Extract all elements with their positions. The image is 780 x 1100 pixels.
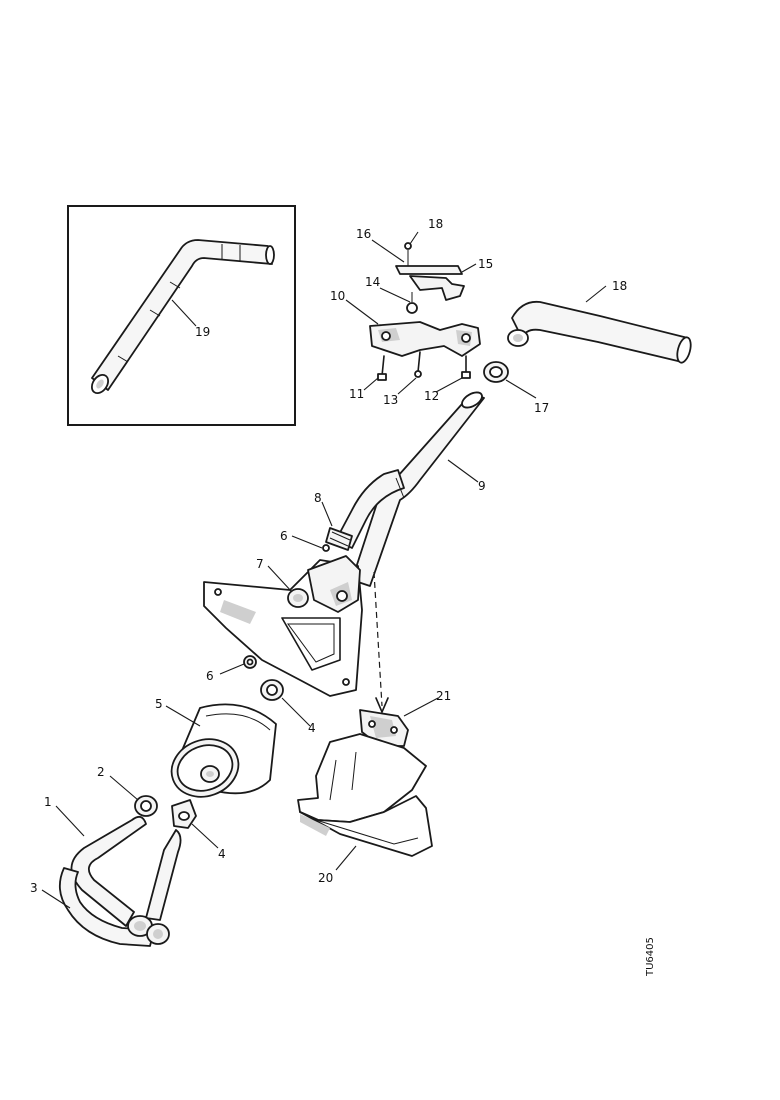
part-19-alternative-pipe (90, 239, 275, 395)
callout-16: 16 (356, 227, 371, 241)
alignment-line (373, 571, 383, 707)
callout-2: 2 (97, 765, 105, 779)
leader-12 (435, 377, 463, 393)
leader-6b (219, 663, 245, 675)
callout-21: 21 (436, 689, 451, 703)
leader-2 (109, 775, 139, 801)
alignment-arrow (375, 697, 389, 713)
leader-9 (447, 459, 479, 483)
leader-4a (281, 697, 311, 727)
part-14-nut (406, 302, 418, 314)
part-9-intermediate-pipe (335, 391, 485, 587)
part-2-clamp (134, 795, 158, 817)
callout-6-upper: 6 (280, 529, 288, 543)
reference-code: TU6405 (645, 937, 656, 977)
part-6-nut-lower (243, 655, 257, 669)
part-17-clamp (483, 361, 509, 383)
part-4-clamp-upper (260, 679, 284, 701)
callout-14: 14 (365, 275, 380, 289)
mount-bracket (307, 555, 361, 613)
callout-12: 12 (424, 389, 439, 403)
part-16-nut (404, 242, 412, 250)
callout-8: 8 (314, 491, 322, 505)
callout-18-upper: 18 (428, 217, 443, 231)
leader-11 (363, 377, 379, 391)
leader-3 (41, 889, 71, 909)
hanger-assembly (345, 231, 481, 395)
leader-17 (505, 379, 537, 399)
leader-18 (585, 285, 607, 303)
leader-8 (321, 501, 333, 527)
part-10-bracket (369, 321, 481, 357)
callout-1: 1 (44, 795, 52, 809)
callout-3: 3 (30, 881, 38, 895)
callout-17: 17 (534, 401, 549, 415)
leader-6a (291, 535, 323, 549)
part-4-clamp-lower (171, 799, 197, 829)
part-15-bar (395, 265, 463, 275)
callout-4-upper: 4 (308, 721, 316, 735)
leader-5 (165, 705, 201, 727)
part-8-clamp (325, 527, 353, 551)
callout-10: 10 (330, 289, 345, 303)
part-13-bolt (414, 351, 422, 378)
callout-4-lower: 4 (218, 847, 226, 861)
callout-6-lower: 6 (206, 669, 214, 683)
leader-7 (267, 565, 293, 593)
inset-frame (67, 205, 296, 426)
leader-19 (171, 299, 197, 327)
part-18-tail-pipe (507, 300, 692, 364)
leader-4b (191, 823, 219, 849)
leader-15 (461, 263, 477, 273)
callout-5: 5 (155, 697, 163, 711)
leader-1 (55, 805, 85, 837)
inset-box (67, 205, 296, 426)
leader-21 (403, 697, 439, 717)
callout-20: 20 (318, 871, 333, 885)
callout-7: 7 (256, 557, 264, 571)
leader-13 (397, 377, 417, 395)
callout-18: 18 (612, 279, 627, 293)
leader-16a (409, 231, 419, 245)
callout-13: 13 (383, 393, 398, 407)
part-7-mount (287, 588, 309, 608)
leader-16 (371, 239, 405, 263)
callout-15: 15 (478, 257, 493, 271)
callout-11: 11 (349, 387, 364, 401)
part-5-muffler (170, 703, 277, 798)
part-14-bracket (409, 275, 465, 301)
part-11-bolt (377, 355, 387, 381)
callout-19: 19 (195, 325, 210, 339)
leader-10 (345, 299, 379, 325)
part-1-front-pipe (58, 815, 182, 947)
leader-14 (379, 287, 411, 303)
leader-20 (335, 845, 357, 871)
part-6-washer-upper (322, 544, 330, 552)
callout-9: 9 (478, 479, 486, 493)
part-20-heat-shield (297, 733, 433, 857)
part-12-bolt (461, 355, 471, 379)
